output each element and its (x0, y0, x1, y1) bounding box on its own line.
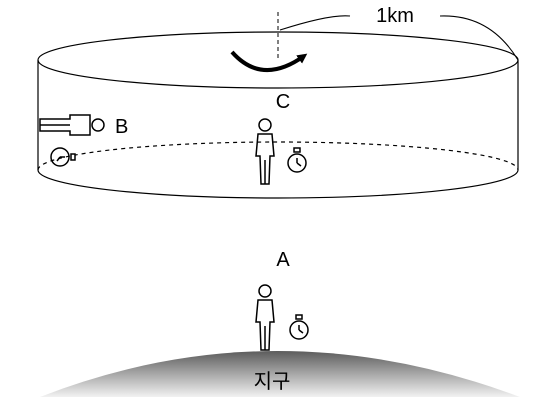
standing-person-icon (255, 284, 275, 351)
point-a-label: A (276, 249, 290, 271)
point-c-label: C (276, 91, 290, 113)
cylinder-bottom-rim-front (37, 169, 519, 199)
lying-person-icon (39, 114, 105, 136)
radius-label: 1km (376, 5, 414, 27)
standing-person-icon (255, 118, 275, 185)
earth-label: 지구 (254, 370, 291, 393)
cylinder-bottom-rim (37, 141, 519, 171)
stopwatch-icon (50, 147, 76, 167)
stopwatch-icon (289, 314, 309, 340)
curved-rotation-arrow-icon (230, 50, 308, 72)
point-b-label: B (115, 116, 128, 138)
radius-indicator (279, 15, 519, 61)
stopwatch-icon (287, 147, 307, 173)
earth-surface (40, 351, 520, 397)
